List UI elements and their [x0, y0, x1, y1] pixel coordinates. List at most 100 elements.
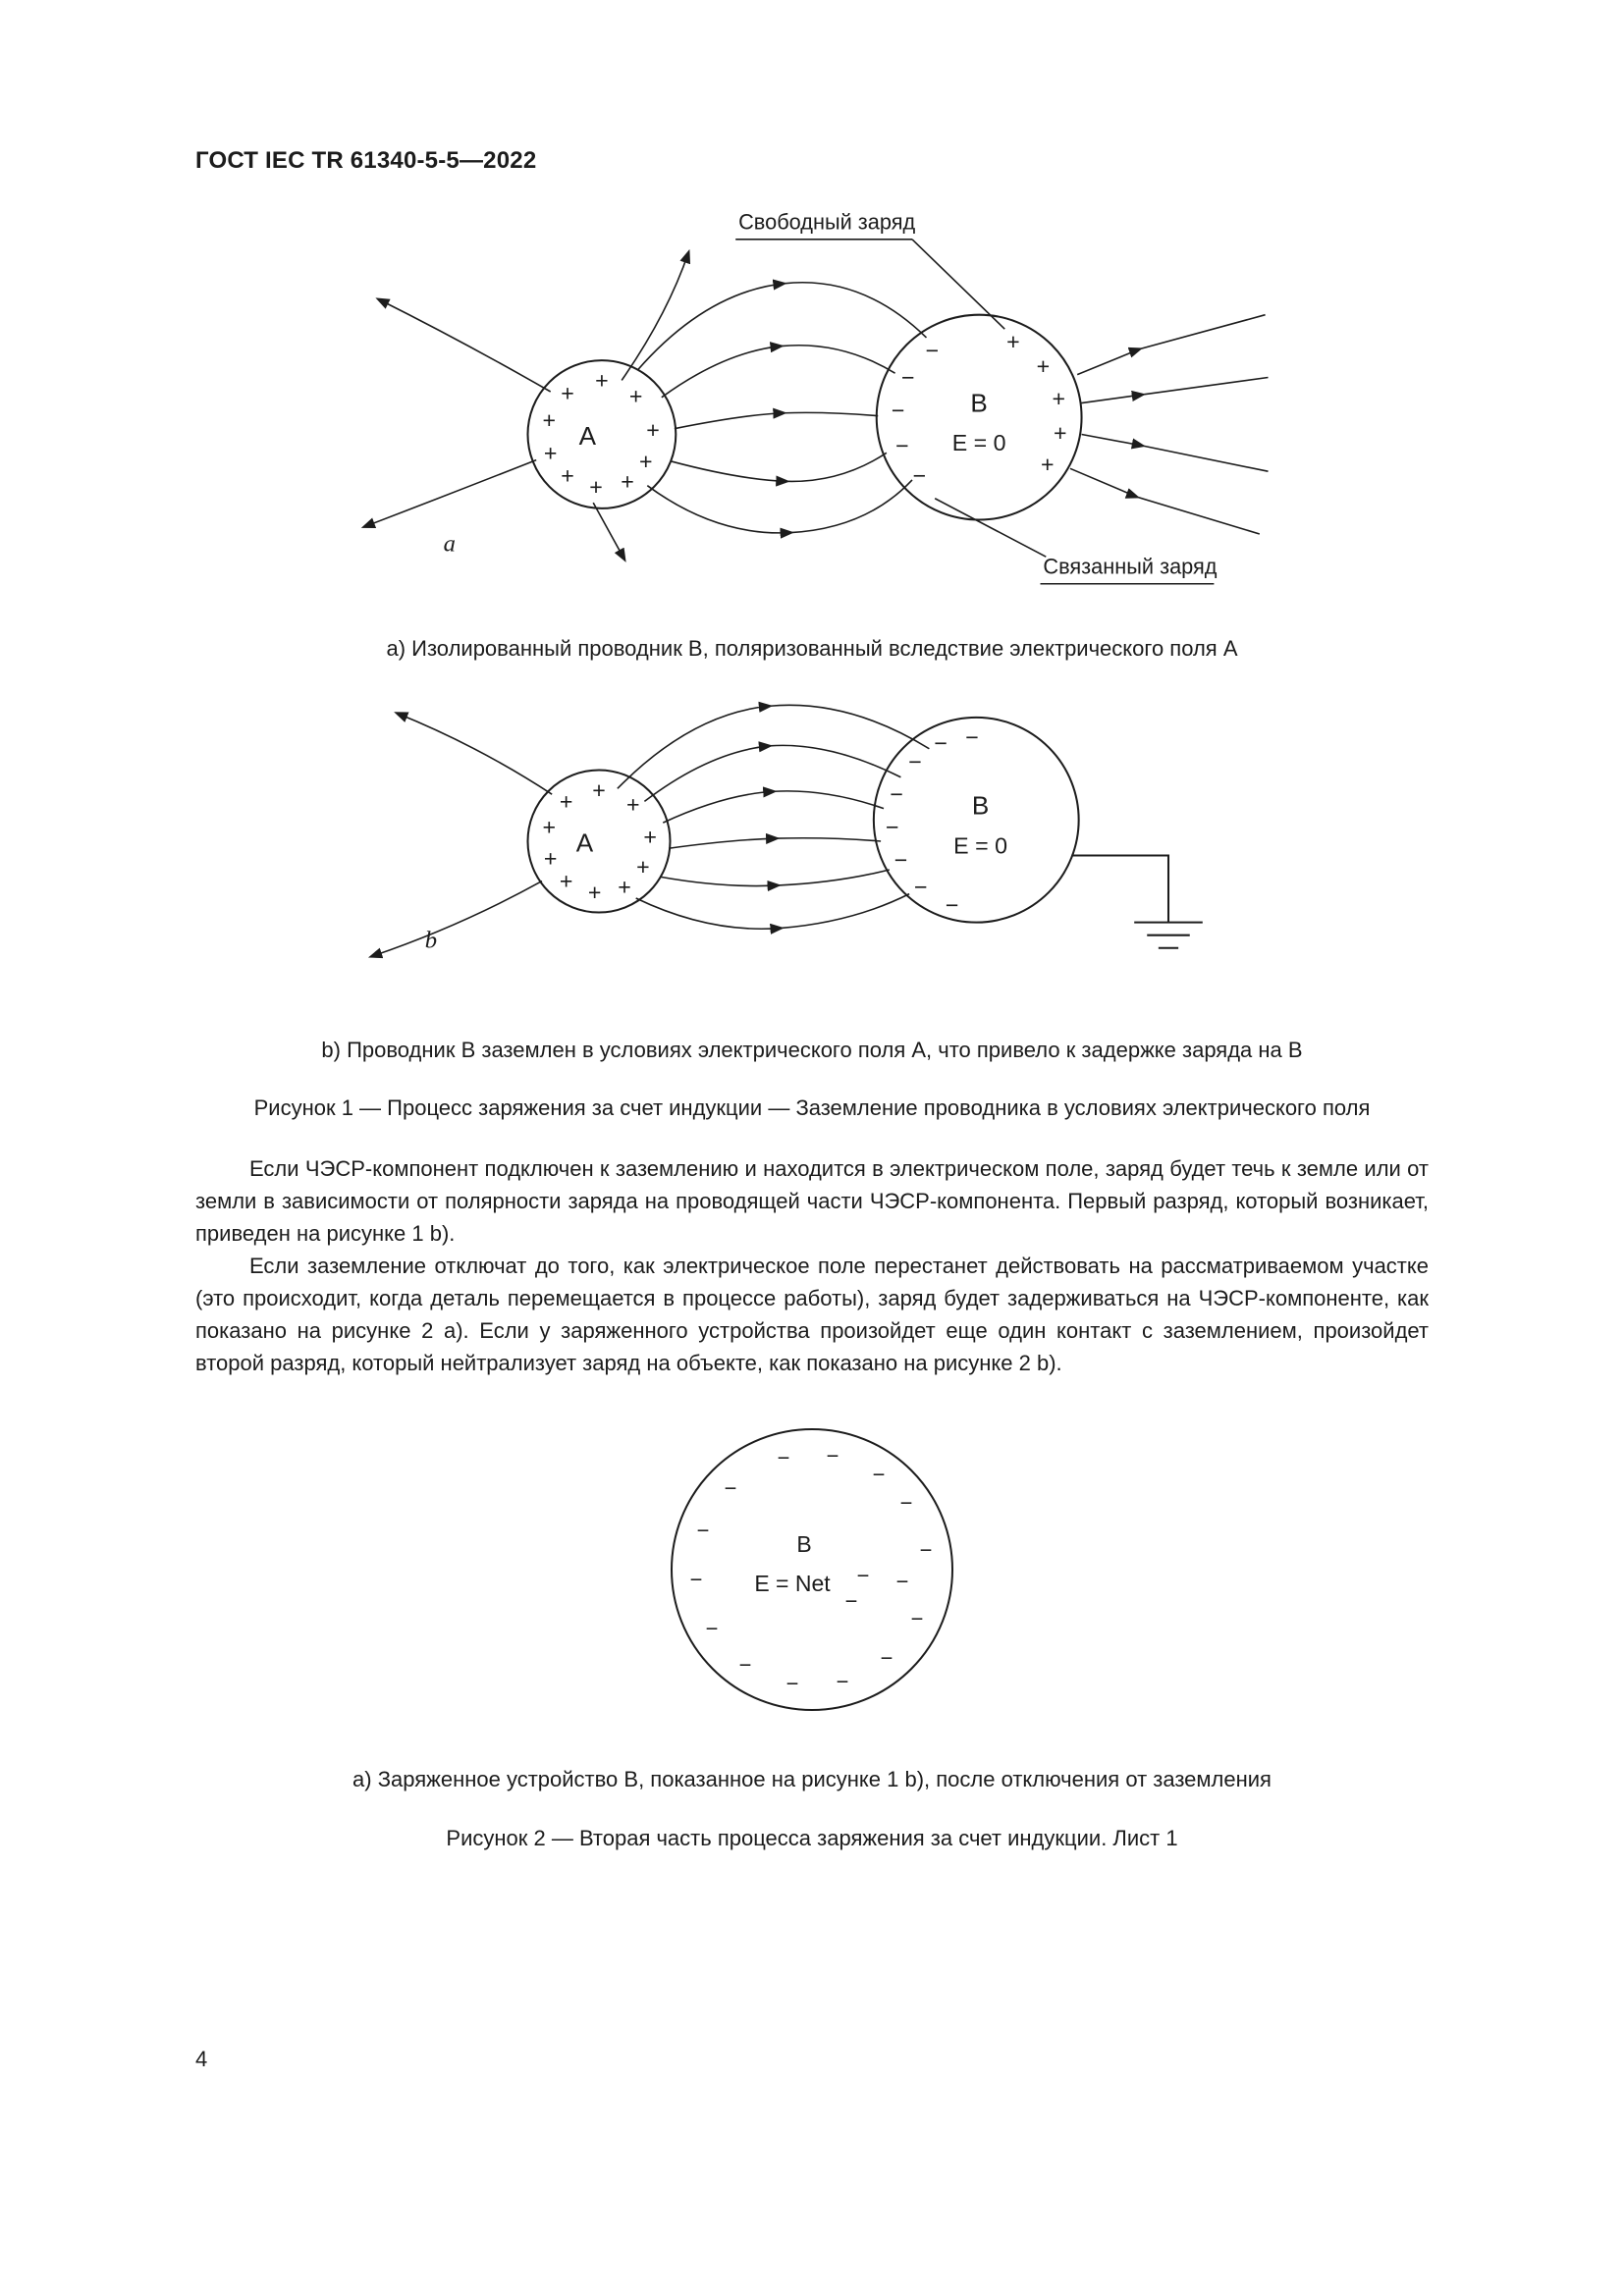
- minus-charge: −: [827, 1444, 839, 1468]
- outer-field-lines-a: [367, 711, 553, 958]
- plus-charge: +: [559, 868, 572, 893]
- plus-charge: +: [636, 854, 650, 880]
- conductor-b-field-value: E = 0: [951, 430, 1005, 455]
- minus-charge: −: [873, 1463, 886, 1487]
- minus-charge: −: [881, 1646, 893, 1671]
- plus-charge: +: [543, 845, 557, 871]
- minus-charge: −: [920, 1538, 933, 1563]
- plus-charge: +: [618, 874, 631, 899]
- figure-1a-svg: A + + + + + + + + + + B E = 0 − − − −: [360, 210, 1269, 585]
- conductor-b-free-charges: + + + + +: [1006, 329, 1066, 477]
- conductor-a-label: A: [575, 828, 593, 857]
- figure-2-title: Рисунок 2 — Вторая часть процесса заряже…: [446, 1825, 1178, 1850]
- ground-symbol: [1070, 854, 1203, 949]
- conductor-b-circle: [872, 716, 1080, 924]
- plus-charge: +: [1006, 329, 1020, 354]
- charged-device-circle: [671, 1428, 953, 1712]
- minus-charge: −: [690, 1568, 703, 1592]
- conductor-a-circle: [525, 359, 677, 509]
- plus-charge: +: [561, 463, 574, 489]
- plus-charge: +: [621, 468, 634, 494]
- device-b-field-value: E = Net: [754, 1571, 831, 1596]
- minus-charge: −: [908, 748, 922, 774]
- bound-charge-pointer: [934, 498, 1047, 558]
- plus-charge: +: [1054, 420, 1067, 446]
- minus-charge: −: [965, 724, 979, 750]
- minus-charge: −: [890, 781, 903, 807]
- minus-charge: −: [895, 433, 909, 458]
- plus-charge: +: [542, 407, 556, 433]
- minus-charge: −: [891, 398, 904, 423]
- minus-charge: −: [697, 1519, 710, 1543]
- paragraph-1: Если ЧЭСР-компонент подключен к заземлен…: [195, 1156, 1429, 1247]
- bound-charge-annotation: Связанный заряд: [934, 498, 1217, 585]
- conductor-a-charges: + + + + + + + + + +: [542, 367, 659, 500]
- plus-charge: +: [639, 449, 653, 474]
- plus-charge: +: [626, 791, 640, 817]
- conductor-b-circle: [875, 313, 1083, 521]
- minus-charge: −: [913, 874, 927, 899]
- minus-charge: −: [911, 1607, 924, 1631]
- free-charge-pointer: [910, 239, 1005, 330]
- free-charge-label: Свободный заряд: [738, 210, 915, 235]
- minus-charge: −: [900, 365, 914, 391]
- plus-charge: +: [1036, 353, 1050, 379]
- device-b-charges: − − − − − − − − − − − − − − − − −: [690, 1444, 933, 1696]
- figure-1-title: Рисунок 1 — Процесс заряжения за счет ин…: [253, 1095, 1371, 1121]
- plus-charge: +: [592, 776, 606, 802]
- plus-charge: +: [542, 814, 556, 839]
- plus-charge: +: [628, 383, 642, 408]
- plus-charge: +: [595, 367, 609, 393]
- figure-1b-svg: A + + + + + + + + + + B E = 0 − − − −: [367, 701, 1203, 958]
- minus-charge: −: [725, 1476, 737, 1501]
- minus-charge: −: [900, 1491, 913, 1516]
- minus-charge: −: [706, 1617, 719, 1641]
- conductor-b-label: B: [970, 389, 987, 418]
- minus-charge: −: [893, 847, 907, 873]
- minus-charge: −: [837, 1670, 849, 1694]
- document-header: ГОСТ IEC TR 61340-5-5—2022: [195, 147, 537, 174]
- page-number: 4: [195, 2047, 208, 2071]
- minus-charge: −: [912, 463, 926, 489]
- conductor-a-label: A: [578, 421, 596, 451]
- plus-charge: +: [643, 824, 657, 849]
- minus-charge: −: [739, 1653, 752, 1678]
- figure-1b-caption: b) Проводник B заземлен в условиях элект…: [321, 1037, 1303, 1062]
- plus-charge: +: [1040, 452, 1054, 477]
- minus-charge: −: [896, 1570, 909, 1594]
- subfigure-b-label: b: [424, 927, 436, 953]
- plus-charge: +: [589, 474, 603, 500]
- figure-1a-diagram: A + + + + + + + + + + B E = 0 − − − −: [195, 192, 1429, 624]
- free-charge-annotation: Свободный заряд: [734, 210, 1005, 330]
- figure-2a-svg: B E = Net − − − − − − − − − − − − − − − …: [671, 1428, 953, 1712]
- figure-1a-caption: a) Изолированный проводник B, поляризова…: [386, 636, 1238, 661]
- minus-charge: −: [845, 1589, 858, 1614]
- minus-charge: −: [934, 730, 947, 756]
- minus-charge: −: [945, 892, 958, 918]
- body-text: Если ЧЭСР-компонент подключен к заземлен…: [195, 1152, 1429, 1379]
- minus-charge: −: [885, 814, 898, 839]
- paragraph-2: Если заземление отключат до того, как эл…: [195, 1254, 1429, 1376]
- conductor-b-bound-charges: − − − − −: [891, 338, 938, 489]
- field-lines-a-to-b: [636, 279, 927, 539]
- minus-charge: −: [778, 1446, 790, 1470]
- plus-charge: +: [559, 788, 572, 814]
- figure-2a-diagram: B E = Net − − − − − − − − − − − − − − − …: [195, 1413, 1429, 1732]
- outer-field-lines-b: [1069, 313, 1269, 535]
- conductor-b-bound-charges: − − − − − − − −: [885, 724, 978, 918]
- minus-charge: −: [857, 1564, 870, 1588]
- plus-charge: +: [1052, 386, 1065, 411]
- plus-charge: +: [561, 380, 574, 405]
- bound-charge-label: Связанный заряд: [1043, 555, 1217, 579]
- field-lines-a-to-b: [616, 701, 930, 934]
- conductor-b-field-value: E = 0: [953, 832, 1007, 858]
- minus-charge: −: [786, 1672, 799, 1696]
- figure-1b-diagram: A + + + + + + + + + + B E = 0 − − − −: [195, 677, 1429, 1010]
- subfigure-a-label: a: [443, 530, 455, 557]
- figure-2a-caption: a) Заряженное устройство B, показанное н…: [352, 1767, 1272, 1792]
- conductor-b-label: B: [971, 790, 988, 820]
- conductor-a-charges: + + + + + + + + + +: [542, 776, 656, 904]
- minus-charge: −: [925, 338, 939, 363]
- plus-charge: +: [646, 417, 660, 443]
